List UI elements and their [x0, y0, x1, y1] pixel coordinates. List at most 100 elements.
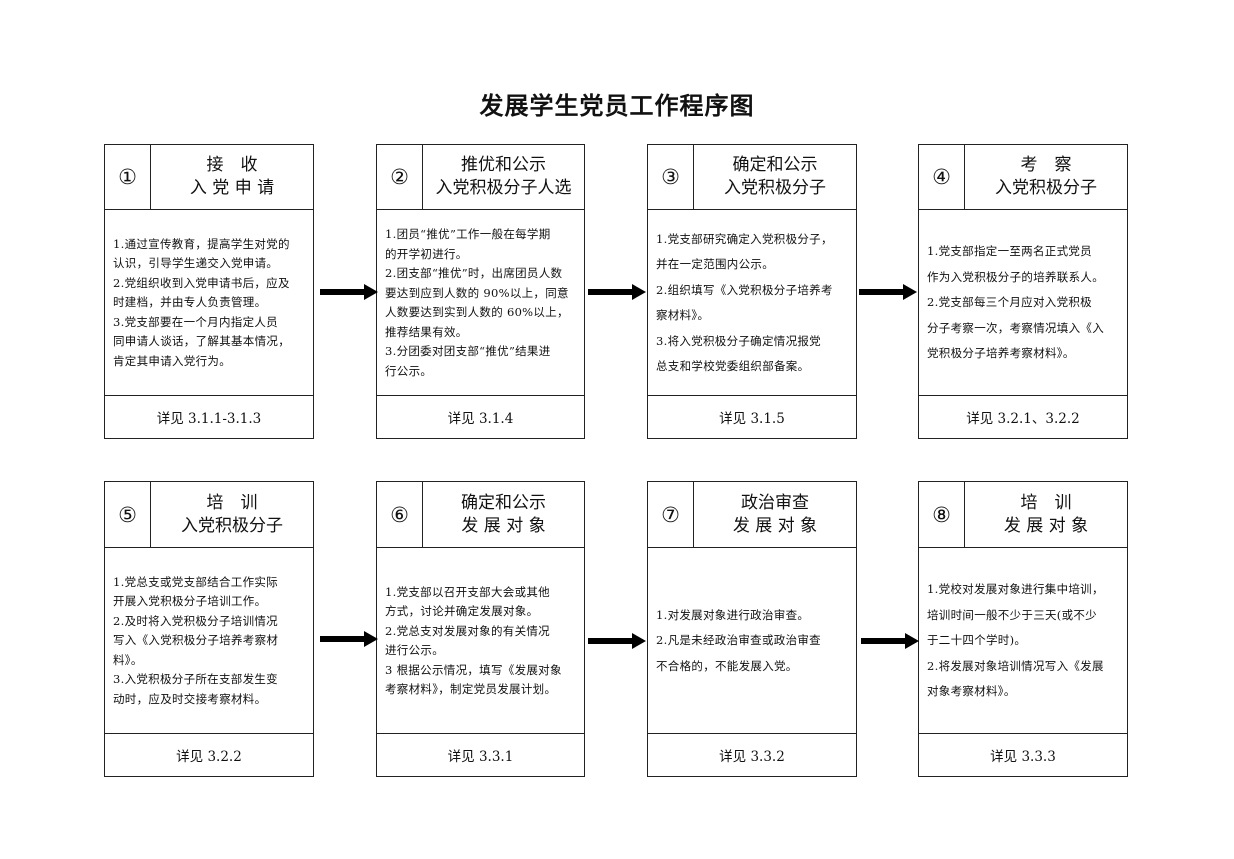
step-title-line: 发 展 对 象: [732, 515, 818, 536]
step-header: ④ 考 察 入党积极分子: [919, 145, 1127, 210]
step-description: 1.对发展对象进行政治审查。 2.凡是未经政治审查或政治审查 不合格的，不能发展…: [648, 548, 856, 734]
step-8-box: ⑧ 培 训 发 展 对 象 1.党校对发展对象进行集中培训， 培训时间一般不少于…: [918, 481, 1128, 777]
step-number: ④: [919, 145, 965, 209]
step-reference: 详见 3.2.1、3.2.2: [919, 395, 1127, 438]
step-title-line: 入党积极分子: [995, 178, 1097, 198]
arrow-right-icon: [861, 633, 919, 649]
step-title: 确定和公示 发 展 对 象: [423, 482, 584, 547]
description-line: 时建档，并由专人负责管理。: [113, 295, 267, 310]
description-line: 1.通过宣传教育，提高学生对党的: [113, 236, 290, 251]
description-line: 1.党支部以召开支部大会或其他: [385, 584, 550, 599]
arrow-right-icon: [588, 284, 646, 300]
step-header: ② 推优和公示 入党积极分子人选: [377, 145, 584, 210]
step-title-line: 发 展 对 象: [1003, 515, 1089, 536]
step-header: ③ 确定和公示 入党积极分子: [648, 145, 856, 210]
step-title-line: 确定和公示: [461, 492, 546, 513]
step-reference: 详见 3.1.5: [648, 395, 856, 438]
step-description: 1.党支部研究确定入党积极分子， 并在一定范围内公示。 2.组织填写《入党积极分…: [648, 210, 856, 396]
step-title: 推优和公示 入党积极分子人选: [423, 145, 584, 209]
step-header: ⑥ 确定和公示 发 展 对 象: [377, 482, 584, 548]
description-line: 进行公示。: [385, 643, 444, 657]
step-number: ③: [648, 145, 694, 209]
description-line: 2.组织填写《入党积极分子培养考: [656, 282, 833, 297]
description-line: 2.及时将入党积极分子培训情况: [113, 613, 278, 628]
step-reference: 详见 3.3.2: [648, 733, 856, 776]
step-number: ⑤: [105, 482, 151, 547]
description-line: 1.党校对发展对象进行集中培训，: [927, 582, 1104, 597]
step-number: ①: [105, 145, 151, 209]
description-line: 党积极分子培养考察材料》。: [927, 346, 1075, 361]
step-number: ⑥: [377, 482, 423, 547]
description-line: 肯定其申请入党行为。: [113, 353, 231, 368]
step-header: ⑧ 培 训 发 展 对 象: [919, 482, 1127, 548]
description-line: 开展入党积极分子培训工作。: [113, 594, 267, 609]
step-header: ⑦ 政治审查 发 展 对 象: [648, 482, 856, 548]
step-title-line: 考 察: [1020, 155, 1072, 175]
step-description: 1.党支部指定一至两名正式党员 作为入党积极分子的培养联系人。 2.党支部每三个…: [919, 210, 1127, 396]
description-line: 推荐结果有效。: [385, 324, 468, 339]
step-title-line: 确定和公示: [732, 155, 818, 175]
description-line: 1.党支部研究确定入党积极分子，: [656, 231, 833, 246]
step-reference: 详见 3.2.2: [105, 733, 313, 776]
description-line: 考察材料》，制定党员发展计划。: [385, 682, 557, 696]
step-number: ⑦: [648, 482, 694, 547]
arrow-right-icon: [320, 284, 378, 300]
description-line: 分子考察一次，考察情况填入《入: [927, 320, 1104, 335]
description-line: 2.将发展对象培训情况写入《发展: [927, 658, 1104, 673]
description-line: 3.入党积极分子所在支部发生变: [113, 672, 278, 687]
step-4-box: ④ 考 察 入党积极分子 1.党支部指定一至两名正式党员 作为入党积极分子的培养…: [918, 144, 1128, 439]
step-number: ②: [377, 145, 423, 209]
description-line: 培训时间一般不少于三天(或不少: [927, 607, 1097, 622]
diagram-title: 发展学生党员工作程序图: [479, 91, 755, 120]
description-line: 于二十四个学时)。: [927, 633, 1027, 648]
step-title-line: 推优和公示: [461, 155, 546, 175]
description-line: 料》。: [113, 652, 143, 667]
step-reference: 详见 3.1.4: [377, 395, 584, 438]
step-1-box: ① 接 收 入 党 申 请 1.通过宣传教育，提高学生对党的 认识，引导学生递交…: [104, 144, 314, 439]
step-title: 接 收 入 党 申 请: [151, 145, 313, 209]
description-line: 3.分团委对团支部“推优”结果进: [385, 344, 551, 358]
description-line: 1.党支部指定一至两名正式党员: [927, 244, 1092, 259]
description-line: 3.党支部要在一个月内指定人员: [113, 314, 278, 329]
description-line: 1.党总支或党支部结合工作实际: [113, 574, 278, 589]
step-title: 考 察 入党积极分子: [965, 145, 1127, 209]
step-title: 确定和公示 入党积极分子: [694, 145, 856, 209]
description-line: 1.对发展对象进行政治审查。: [656, 607, 810, 622]
step-header: ⑤ 培 训 入党积极分子: [105, 482, 313, 548]
step-title-line: 入党积极分子: [724, 178, 826, 198]
step-number: ⑧: [919, 482, 965, 547]
description-line: 总支和学校党委组织部备案。: [656, 359, 810, 373]
description-line: 的开学初进行。: [385, 246, 468, 261]
arrow-right-icon: [859, 284, 917, 300]
step-title-line: 培 训: [206, 492, 258, 513]
step-3-box: ③ 确定和公示 入党积极分子 1.党支部研究确定入党积极分子， 并在一定范围内公…: [647, 144, 857, 439]
description-line: 人数要达到实到人数的 60%以上，: [385, 305, 569, 319]
step-description: 1.通过宣传教育，提高学生对党的 认识，引导学生递交入党申请。 2.党组织收到入…: [105, 210, 313, 396]
description-line: 2.党总支对发展对象的有关情况: [385, 623, 550, 638]
description-line: 要达到应到人数的 90%以上，同意: [385, 285, 569, 300]
description-line: 同申请人谈话，了解其基本情况，: [113, 334, 290, 349]
description-line: 写入《入党积极分子培养考察材: [113, 633, 279, 648]
description-line: 作为入党积极分子的培养联系人。: [927, 269, 1104, 284]
description-line: 3 根据公示情况，填写《发展对象: [385, 662, 562, 677]
description-line: 2.党组织收到入党申请书后，应及: [113, 275, 290, 290]
description-line: 行公示。: [385, 363, 433, 378]
step-description: 1.党校对发展对象进行集中培训， 培训时间一般不少于三天(或不少 于二十四个学时…: [919, 548, 1127, 734]
step-title-line: 入党积极分子: [181, 515, 283, 536]
description-line: 认识，引导学生递交入党申请。: [113, 256, 279, 271]
description-line: 察材料》。: [656, 308, 710, 322]
step-header: ① 接 收 入 党 申 请: [105, 145, 313, 210]
step-title-line: 接 收: [206, 155, 258, 175]
step-title-line: 政治审查: [741, 492, 809, 513]
step-reference: 详见 3.3.3: [919, 733, 1127, 776]
step-title-line: 入 党 申 请: [189, 178, 275, 198]
description-line: 动时，应及时交接考察材料。: [113, 691, 267, 706]
step-title-line: 培 训: [1020, 492, 1072, 513]
description-line: 3.将入党积极分子确定情况报党: [656, 333, 821, 348]
step-description: 1.党支部以召开支部大会或其他 方式，讨论并确定发展对象。 2.党总支对发展对象…: [377, 548, 584, 734]
step-title: 政治审查 发 展 对 象: [694, 482, 856, 547]
step-title-line: 入党积极分子人选: [435, 178, 572, 198]
description-line: 对象考察材料》。: [927, 684, 1016, 699]
arrow-right-icon: [320, 631, 378, 647]
description-line: 不合格的，不能发展入党。: [656, 658, 798, 673]
